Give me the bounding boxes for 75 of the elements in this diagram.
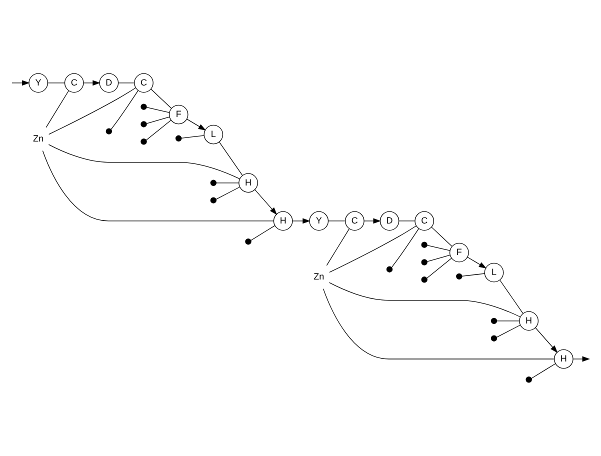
node-circle xyxy=(421,242,428,248)
node-circle xyxy=(175,135,182,142)
node-circle xyxy=(245,238,252,245)
node-circle: H xyxy=(273,211,293,231)
connector xyxy=(496,324,520,338)
connector xyxy=(150,88,172,109)
connector xyxy=(146,106,170,113)
connector xyxy=(426,245,450,251)
arrow xyxy=(467,256,487,269)
connector xyxy=(426,258,452,279)
node-circle: Y xyxy=(28,73,48,93)
node-circle xyxy=(526,376,532,383)
node-circle xyxy=(140,104,147,110)
node-circle xyxy=(490,335,498,342)
node-circle xyxy=(421,276,428,283)
connector xyxy=(48,144,240,180)
arrow xyxy=(292,218,310,224)
node-circle xyxy=(456,273,462,280)
connector xyxy=(398,220,416,222)
connector xyxy=(48,88,136,135)
connector xyxy=(328,220,346,222)
node-circle xyxy=(140,121,147,128)
node-circle: Y xyxy=(309,211,329,231)
arrow xyxy=(12,80,30,86)
arrow xyxy=(535,327,558,353)
connector xyxy=(500,280,524,314)
node-text: Zn xyxy=(33,133,44,144)
arrow xyxy=(572,356,590,362)
node-circle: C xyxy=(414,211,434,231)
node-circle xyxy=(210,197,217,204)
node-circle xyxy=(386,266,393,272)
node-circle: F xyxy=(168,104,188,124)
connector xyxy=(328,282,521,318)
connector xyxy=(250,225,276,241)
node-circle: D xyxy=(380,211,400,231)
node-circle xyxy=(140,138,147,145)
node-circle: C xyxy=(64,73,84,93)
arrow xyxy=(186,118,206,130)
connector xyxy=(47,82,65,84)
arrow xyxy=(83,80,100,86)
connector xyxy=(531,363,556,379)
node-circle: C xyxy=(134,73,154,93)
node-circle: L xyxy=(204,124,224,144)
node-circle: H xyxy=(554,349,574,369)
node-circle xyxy=(210,180,217,186)
node-circle: L xyxy=(484,262,504,282)
node-circle: H xyxy=(519,311,538,331)
connector xyxy=(391,228,419,268)
connector xyxy=(322,288,554,360)
connector xyxy=(216,186,240,200)
connector xyxy=(219,142,243,176)
node-circle xyxy=(490,318,498,324)
connector xyxy=(216,182,240,184)
connector xyxy=(326,228,350,266)
connector xyxy=(42,150,274,222)
connector xyxy=(431,226,452,247)
arrow xyxy=(254,189,278,215)
node-circle: C xyxy=(345,211,364,231)
node-circle: D xyxy=(99,73,119,93)
connector xyxy=(462,273,485,276)
node-circle xyxy=(421,259,428,266)
connector xyxy=(181,135,204,138)
connector xyxy=(496,320,520,322)
arrow xyxy=(364,218,381,224)
connector xyxy=(46,90,69,128)
node-text: Zn xyxy=(314,271,324,282)
node-circle: F xyxy=(450,242,469,262)
connector xyxy=(118,82,135,84)
connector xyxy=(426,254,450,262)
connector xyxy=(110,90,138,130)
connector xyxy=(146,120,172,140)
node-circle: H xyxy=(238,173,258,193)
connector xyxy=(329,226,417,273)
node-circle xyxy=(106,128,112,134)
connector xyxy=(146,116,170,124)
